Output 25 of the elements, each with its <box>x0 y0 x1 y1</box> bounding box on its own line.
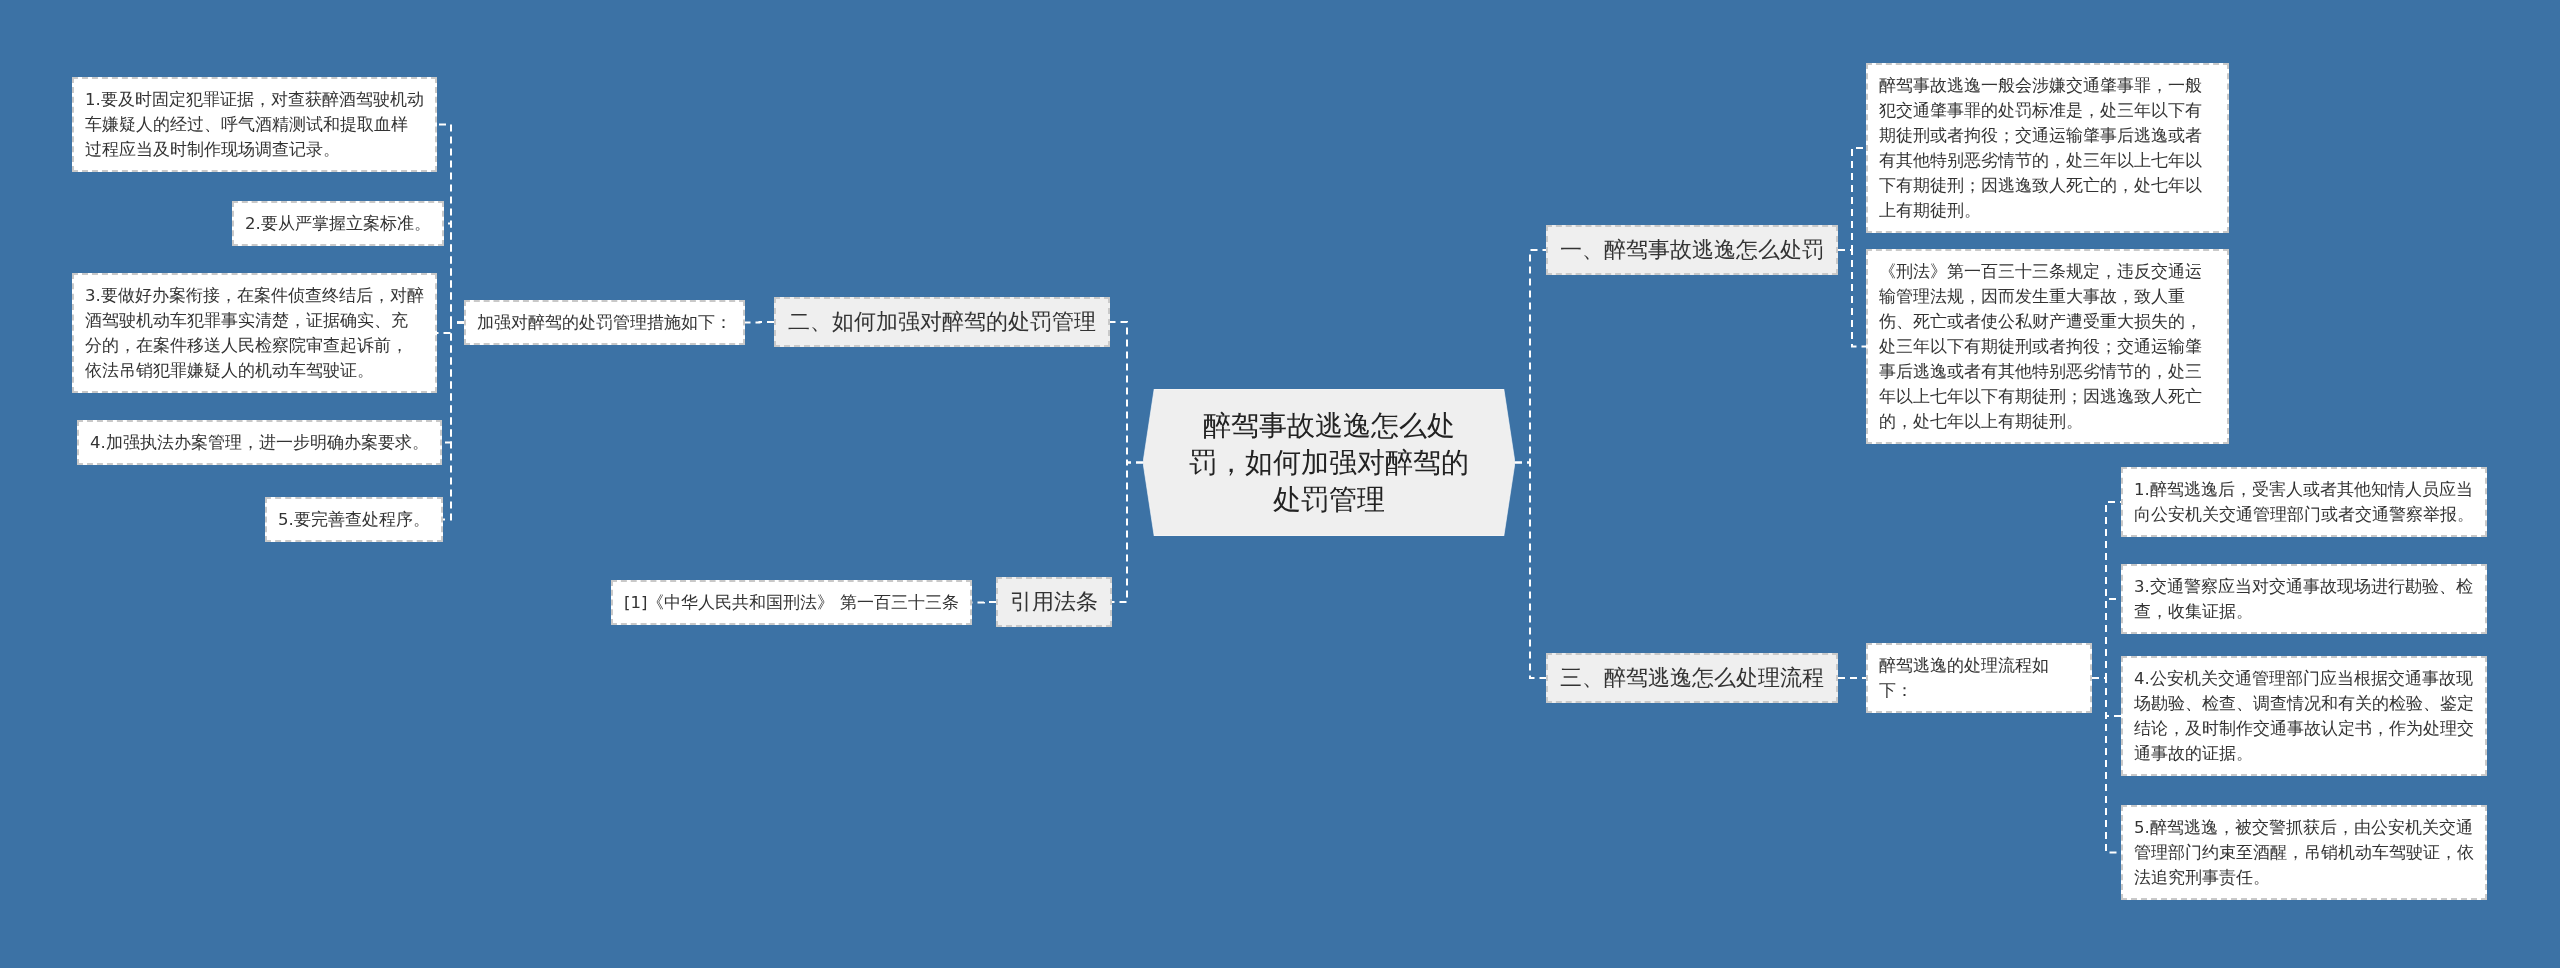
connector-line <box>1111 461 1144 603</box>
central-topic: 醉驾事故逃逸怎么处罚，如何加强对醉驾的处罚管理 <box>1143 389 1515 536</box>
connector-line <box>744 321 775 324</box>
note-box: 2.要从严掌握立案标准。 <box>232 200 444 246</box>
note-box: 5.醉驾逃逸，被交警抓获后，由公安机关交通管理部门约束至酒醒，吊销机动车驾驶证，依法追究刑事责任。 <box>2121 804 2487 900</box>
connector-line <box>1837 677 1867 679</box>
note-box: 3.交通警察应当对交通事故现场进行勘验、检查，收集证据。 <box>2121 564 2487 634</box>
note-box: 《刑法》第一百三十三条规定，违反交通运输管理法规，因而发生重大事故，致人重伤、死亡或者使公私财产遭受重大损失的，处三年以下有期徒刑或者拘役；交通运输肇事后逃逸或者有其他特别恶劣情节的，处三年以上七年以下有期徒刑；因逃逸致人死亡的，处七年以上有期徒刑。 <box>1866 248 2229 444</box>
note-box: [1]《中华人民共和国刑法》 第一百三十三条 <box>611 579 972 625</box>
topic-box: 一、醉驾事故逃逸怎么处罚 <box>1546 225 1838 275</box>
note-box: 5.要完善查处程序。 <box>265 496 443 542</box>
note-box: 醉驾事故逃逸一般会涉嫌交通肇事罪，一般犯交通肇事罪的处罚标准是，处三年以下有期徒刑或者拘役；交通运输肇事后逃逸或者有其他特别恶劣情节的，处三年以上七年以下有期徒刑；因逃逸致人死亡的，处七年以上有期徒刑。 <box>1866 63 2229 233</box>
connector-line <box>1514 461 1547 679</box>
note-box: 1.醉驾逃逸后，受害人或者其他知情人员应当向公安机关交通管理部门或者交通警察举报。 <box>2121 467 2487 537</box>
note-box: 3.要做好办案衔接，在案件侦查终结后，对醉酒驾驶机动车犯罪事实清楚，证据确实、充分的，在案件移送人民检察院审查起诉前，依法吊销犯罪嫌疑人的机动车驾驶证。 <box>72 273 437 393</box>
note-box: 4.公安机关交通管理部门应当根据交通事故现场勘验、检查、调查情况和有关的检验、鉴定结论，及时制作交通事故认定书，作为处理交通事故的证据。 <box>2121 656 2487 776</box>
connector-line <box>1837 249 1867 348</box>
topic-box: 引用法条 <box>996 577 1112 627</box>
note-box: 1.要及时固定犯罪证据，对查获醉酒驾驶机动车嫌疑人的经过、呼气酒精测试和提取血样过程应当及时制作现场调查记录。 <box>72 76 437 172</box>
connector-line <box>442 321 465 521</box>
topic-box: 二、如何加强对醉驾的处罚管理 <box>774 297 1110 347</box>
note-box: 加强对醉驾的处罚管理措施如下： <box>464 299 745 345</box>
note-box: 醉驾逃逸的处理流程如下： <box>1866 643 2092 713</box>
topic-box: 三、醉驾逃逸怎么处理流程 <box>1546 653 1838 703</box>
note-box: 4.加强执法办案管理，进一步明确办案要求。 <box>77 419 442 465</box>
